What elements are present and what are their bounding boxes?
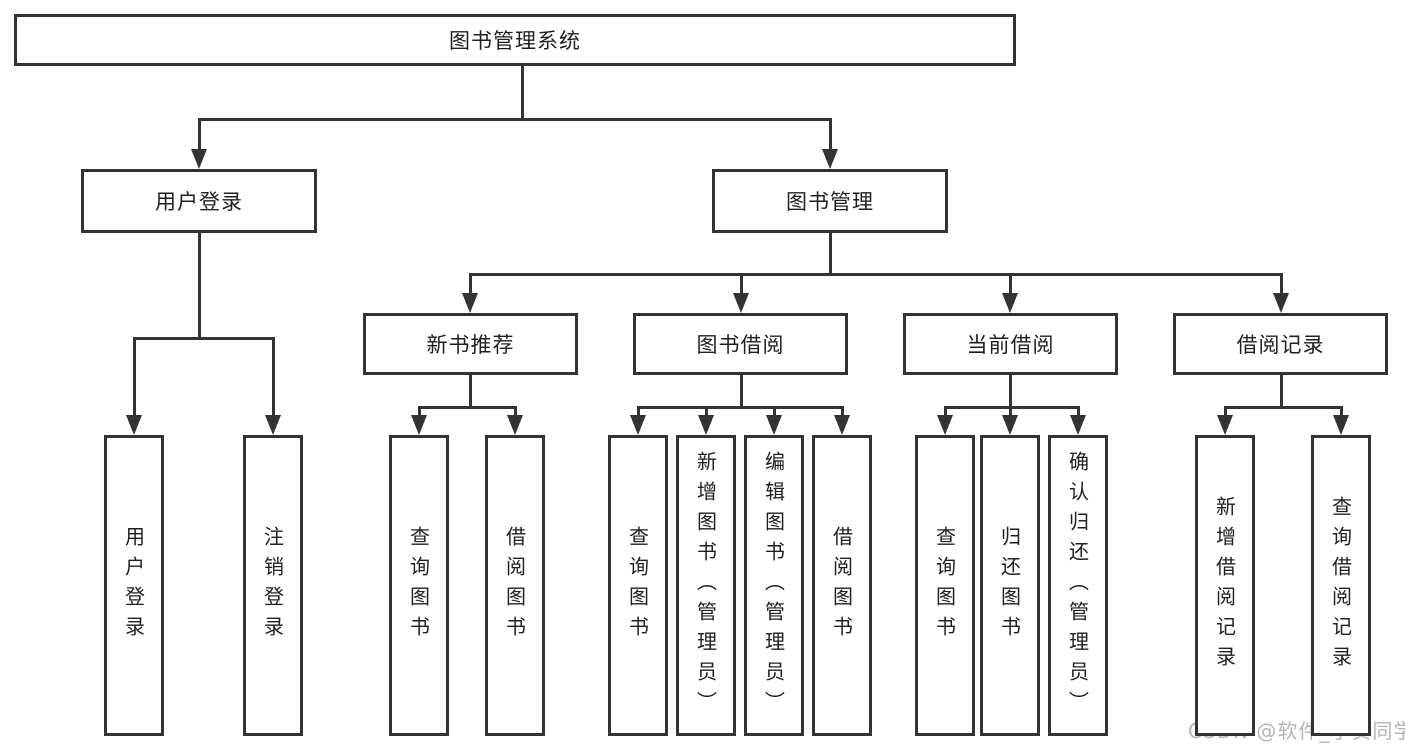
connector-segment: [132, 337, 136, 421]
node-book-borrow: 图书借阅: [633, 313, 848, 375]
node-borrow-records: 借阅记录: [1173, 313, 1388, 375]
node-label-v-borrow-book-1: 借阅图书: [502, 525, 527, 646]
connector-segment: [132, 337, 275, 340]
arrow-down-icon: [411, 415, 427, 435]
node-label-v-query-book-2: 查询图书: [625, 525, 650, 646]
node-v-return-book: 归还图书: [980, 435, 1040, 736]
arrow-down-icon: [265, 415, 281, 435]
arrow-down-icon: [1070, 415, 1086, 435]
connector-segment: [1339, 406, 1343, 421]
connector-segment: [1008, 273, 1012, 299]
connector-segment: [271, 337, 275, 421]
node-label-v-query-record: 查询借阅记录: [1328, 495, 1353, 676]
connector-segment: [1223, 406, 1343, 409]
connector-segment: [828, 233, 832, 276]
node-v-add-record: 新增借阅记录: [1195, 435, 1255, 736]
arrow-down-icon: [630, 415, 646, 435]
node-v-user-login: 用户登录: [104, 435, 164, 736]
node-v-query-book-1: 查询图书: [389, 435, 449, 736]
node-label-v-confirm-return: 确认归还（管理员）: [1065, 450, 1090, 721]
connector-segment: [417, 406, 421, 421]
node-v-query-book-2: 查询图书: [608, 435, 668, 736]
connector-segment: [1279, 375, 1283, 409]
connector-segment: [636, 406, 640, 421]
node-label-v-query-book-3: 查询图书: [932, 525, 957, 646]
connector-segment: [772, 406, 776, 421]
node-label-v-add-record: 新增借阅记录: [1212, 495, 1237, 676]
connector-segment: [1008, 375, 1012, 409]
node-label-root: 图书管理系统: [449, 29, 581, 53]
arrow-down-icon: [834, 415, 850, 435]
node-label-v-add-book: 新增图书（管理员）: [693, 450, 718, 721]
connector-segment: [1008, 406, 1012, 421]
arrow-down-icon: [462, 293, 478, 313]
node-v-logout: 注销登录: [243, 435, 303, 736]
connector-segment: [1279, 273, 1283, 299]
node-label-v-logout: 注销登录: [260, 525, 285, 646]
connector-segment: [468, 375, 472, 409]
node-label-borrow-records: 借阅记录: [1236, 333, 1325, 357]
arrow-down-icon: [191, 149, 207, 169]
connector-segment: [197, 118, 832, 121]
connector-segment: [828, 118, 832, 155]
arrow-down-icon: [1002, 293, 1018, 313]
connector-segment: [1223, 406, 1227, 421]
node-label-book-mgmt: 图书管理: [786, 190, 874, 214]
connector-segment: [197, 118, 201, 155]
arrow-down-icon: [698, 415, 714, 435]
arrow-down-icon: [822, 149, 838, 169]
arrow-down-icon: [126, 415, 142, 435]
node-v-edit-book: 编辑图书（管理员）: [744, 435, 804, 736]
arrow-down-icon: [733, 293, 749, 313]
connector-segment: [943, 406, 947, 421]
connector-segment: [943, 406, 1080, 409]
arrow-down-icon: [766, 415, 782, 435]
node-label-new-book-rec: 新书推荐: [426, 333, 515, 357]
node-book-mgmt: 图书管理: [712, 169, 948, 233]
node-v-borrow-book-1: 借阅图书: [485, 435, 545, 736]
connector-segment: [468, 273, 1283, 276]
node-label-book-borrow: 图书借阅: [696, 333, 785, 357]
connector-segment: [417, 406, 517, 409]
node-v-add-book: 新增图书（管理员）: [676, 435, 736, 736]
connector-segment: [513, 406, 517, 421]
node-current-borrow: 当前借阅: [903, 313, 1118, 375]
node-v-query-record: 查询借阅记录: [1311, 435, 1371, 736]
node-root: 图书管理系统: [14, 14, 1016, 66]
connector-segment: [840, 406, 844, 421]
node-new-book-rec: 新书推荐: [363, 313, 578, 375]
node-label-current-borrow: 当前借阅: [966, 333, 1055, 357]
node-label-v-edit-book: 编辑图书（管理员）: [761, 450, 786, 721]
node-label-v-borrow-book-2: 借阅图书: [829, 525, 854, 646]
arrow-down-icon: [1333, 415, 1349, 435]
arrow-down-icon: [1002, 415, 1018, 435]
connector-segment: [704, 406, 708, 421]
arrow-down-icon: [937, 415, 953, 435]
node-v-query-book-3: 查询图书: [915, 435, 975, 736]
connector-segment: [1076, 406, 1080, 421]
connector-segment: [197, 233, 201, 340]
node-label-v-user-login: 用户登录: [121, 525, 146, 646]
node-label-user-login: 用户登录: [155, 190, 243, 214]
node-v-confirm-return: 确认归还（管理员）: [1048, 435, 1108, 736]
connector-segment: [739, 375, 743, 409]
connector-segment: [739, 273, 743, 299]
connector-segment: [520, 66, 524, 121]
node-v-borrow-book-2: 借阅图书: [812, 435, 872, 736]
connector-segment: [468, 273, 472, 299]
node-label-v-query-book-1: 查询图书: [406, 525, 431, 646]
arrow-down-icon: [1273, 293, 1289, 313]
node-label-v-return-book: 归还图书: [997, 525, 1022, 646]
connector-segment: [636, 406, 844, 409]
arrow-down-icon: [1217, 415, 1233, 435]
arrow-down-icon: [507, 415, 523, 435]
node-user-login: 用户登录: [81, 169, 317, 233]
